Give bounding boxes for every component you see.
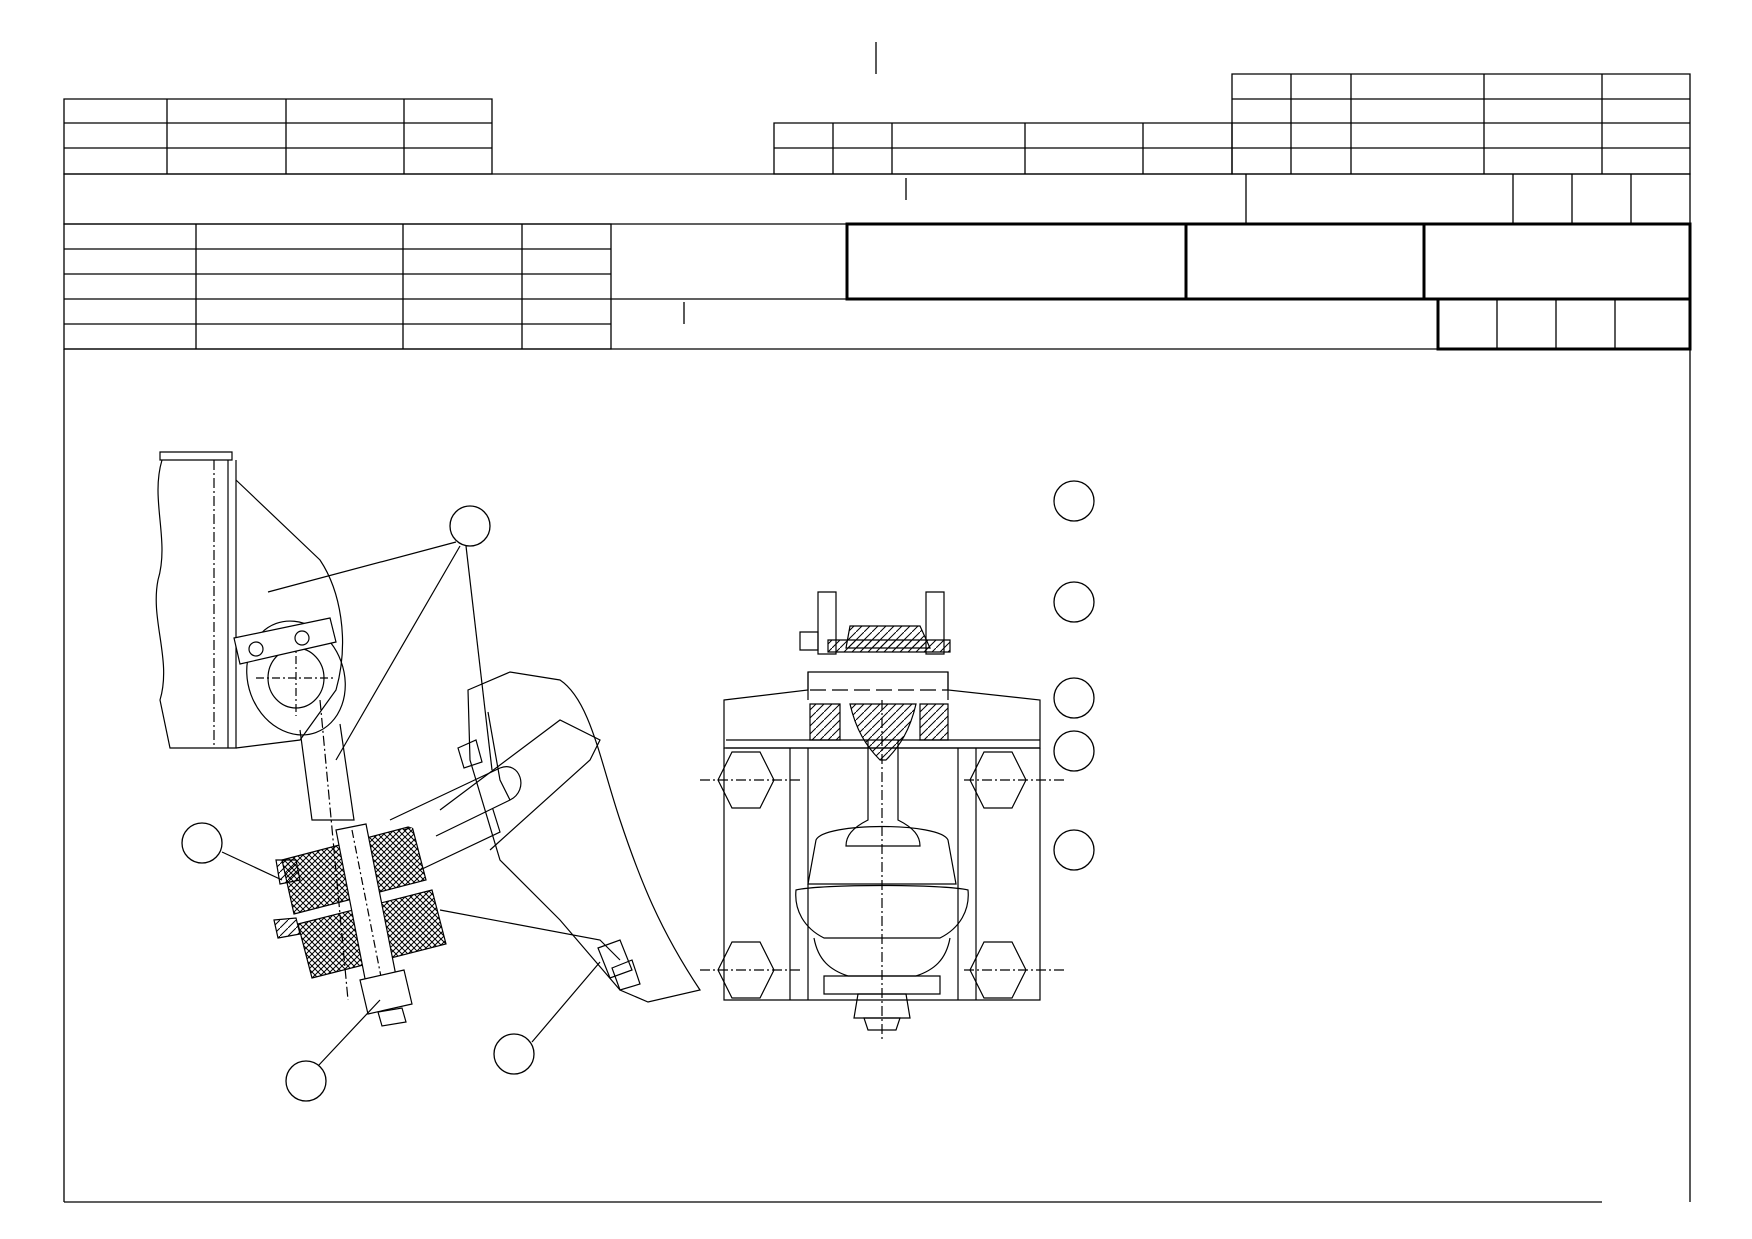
wide-band: [64, 174, 1690, 224]
title-block: [64, 42, 1690, 1202]
lower-left-table: [64, 224, 611, 349]
left-mount-view: [156, 452, 700, 1026]
top-right-table: [1232, 74, 1690, 174]
leader-callout-1: [450, 506, 490, 546]
bold-title-cells: [847, 224, 1690, 349]
legend-callout-1: [1054, 481, 1094, 521]
legend-callout-2: [1054, 582, 1094, 622]
legend-callout-5: [1054, 830, 1094, 870]
left-leaders: [222, 542, 600, 1066]
leader-callout-3: [286, 1061, 326, 1101]
leader-callout-2: [182, 823, 222, 863]
left-callouts: [182, 506, 534, 1101]
drawing-frame: [64, 349, 1690, 1202]
legend-callout-3: [1054, 678, 1094, 718]
right-mount-view: [700, 592, 1064, 1040]
top-left-table: [64, 99, 492, 174]
mid-table: [774, 123, 1232, 174]
sheet-number-cells: [1497, 299, 1615, 349]
legend-callout-4: [1054, 731, 1094, 771]
legend-callouts: [1054, 481, 1094, 870]
leader-callout-4: [494, 1034, 534, 1074]
